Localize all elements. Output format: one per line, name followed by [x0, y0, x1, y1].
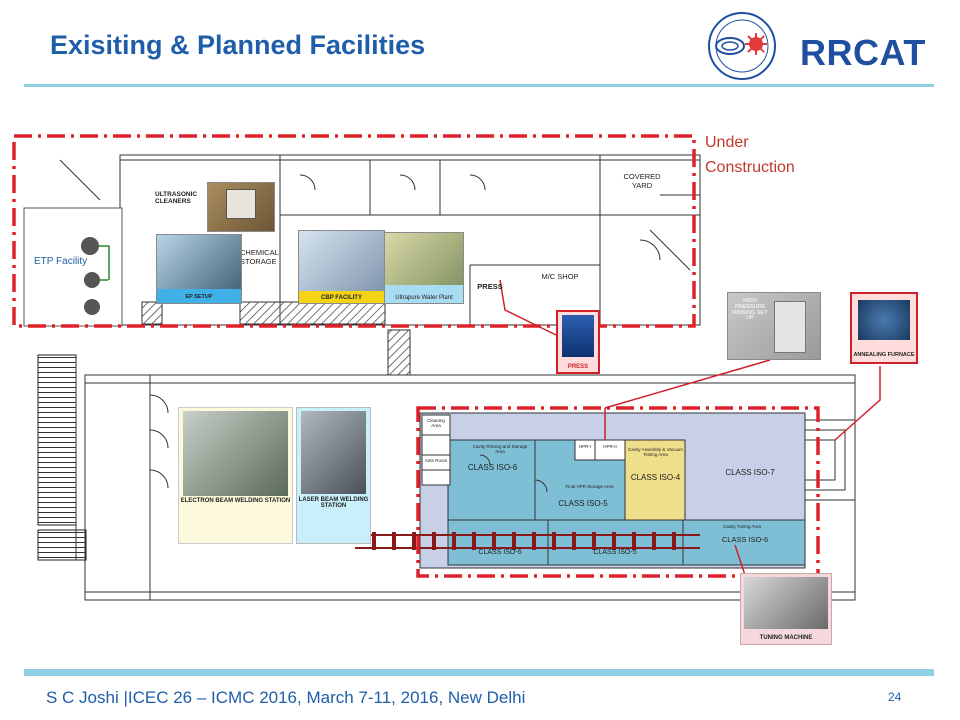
chemical-storage-text: CHEMICAL STORAGE — [240, 248, 279, 266]
slide-title: Exisiting & Planned Facilities — [50, 30, 426, 60]
brand-name: RRCAT — [800, 32, 926, 73]
class-iso6-room-a — [447, 439, 536, 521]
hpr-caption: HIGH PRESSURE RINSING SET UP — [732, 298, 768, 322]
iso5-b-text: CLASS ISO-5 — [593, 549, 637, 556]
hpr-setup-photo: HIGH PRESSURE RINSING SET UP — [727, 292, 821, 360]
cbp-caption: CBP FACILITY — [321, 294, 362, 301]
cleaning-area-text: Cleaning Area — [427, 418, 445, 428]
iso6-b-text: CLASS ISO-6 — [478, 549, 522, 556]
ultrasonic-caption-box: ULTRASONIC CLEANERS — [155, 191, 207, 218]
lbw-photo: LASER BEAM WELDING STATION — [296, 407, 371, 544]
hpr2-text: HPR-II — [603, 444, 617, 449]
footer-text: S C Joshi |ICEC 26 – ICMC 2016, March 7-… — [46, 688, 526, 707]
iso7-text: CLASS ISO-7 — [725, 468, 775, 477]
header-divider — [24, 84, 934, 87]
iso5-a-text: CLASS ISO-5 — [558, 499, 608, 508]
ante-room-text: Ante Room — [424, 458, 448, 463]
ultrasonic-caption: ULTRASONIC CLEANERS — [155, 191, 198, 205]
clean-room-outline — [416, 406, 820, 578]
press-photo: PRESS — [556, 310, 600, 374]
ebw-photo: ELECTRON BEAM WELDING STATION — [178, 407, 293, 544]
annealing-caption: ANNEALING FURNACE — [853, 352, 915, 359]
footer-divider — [24, 669, 934, 676]
cbp-facility-photo: CBP FACILITY — [298, 230, 385, 304]
tuning-machine-photo: TUNING MACHINE — [740, 573, 832, 645]
press-caption: PRESS — [567, 363, 589, 370]
ultrapure-water-photo: Ultrapure Water Plant — [384, 232, 464, 304]
hpr1-text: HPR-I — [578, 444, 592, 449]
etp-block — [23, 207, 123, 327]
rrcat-logo-emblem — [708, 12, 776, 80]
lbw-caption: LASER BEAM WELDING STATION — [298, 497, 369, 510]
under-construction-outline — [12, 134, 696, 328]
tuning-caption: TUNING MACHINE — [759, 634, 813, 641]
etp-tank-3 — [84, 299, 100, 315]
ep-setup-caption: EP SETUP — [185, 294, 213, 301]
etp-stair-line — [59, 159, 101, 201]
callout-connectors — [499, 279, 881, 576]
iso6-c-text: CLASS ISO-6 — [721, 535, 769, 544]
upper-building-walls — [119, 154, 701, 326]
ultrapure-caption: Ultrapure Water Plant — [395, 294, 453, 301]
iso6-a-text: CLASS ISO-6 — [467, 463, 518, 472]
etp-tank-2 — [84, 272, 100, 288]
covered-yard-text: COVERED YARD — [623, 172, 661, 190]
ultrasonic-cleaners-photo — [207, 182, 275, 232]
ebw-caption: ELECTRON BEAM WELDING STATION — [180, 498, 291, 504]
under-construction-label: Under Construction — [705, 134, 795, 176]
page-number: 24 — [888, 690, 902, 704]
annealing-furnace-photo: ANNEALING FURNACE — [850, 292, 918, 364]
cavity-rinsing-text: Cavity Rinsing and Storage Area — [472, 444, 528, 454]
press-room-text: PRESS — [477, 282, 503, 291]
etp-facility-label: ETP Facility — [34, 256, 88, 267]
stair-block — [37, 354, 77, 526]
iso4-text: CLASS ISO-4 — [630, 473, 681, 482]
class-iso6-room-c — [682, 519, 806, 566]
mc-shop-text: M/C SHOP — [541, 272, 579, 281]
class-iso4-room — [624, 439, 686, 521]
cavity-tuning-text: Cavity Tuning Area — [723, 524, 761, 529]
etp-tank-1 — [81, 237, 99, 255]
ep-setup-photo: EP SETUP — [156, 234, 242, 304]
lower-building-walls — [84, 374, 856, 601]
corridor-hatch-upper — [239, 301, 386, 325]
cavity-assembly-text: Cavity Assembly & Vacuum Testing Area — [628, 447, 683, 457]
final-hpr-text: Final HPR Storage Area — [565, 484, 614, 489]
corridor-hatch-link — [387, 329, 411, 376]
